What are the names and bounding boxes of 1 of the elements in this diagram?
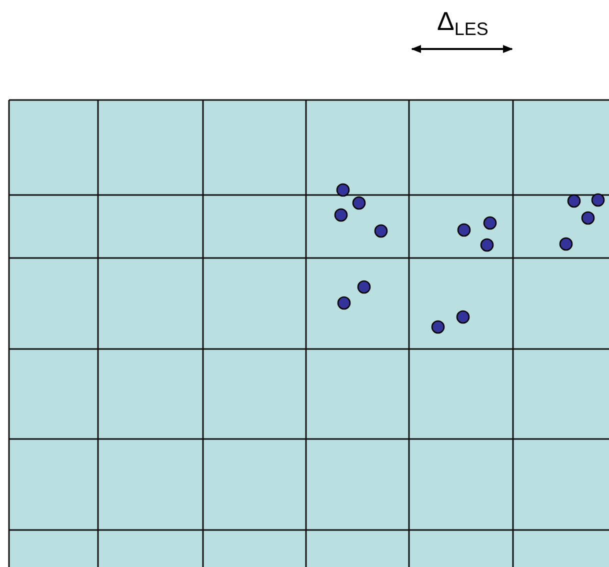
dimension-label: Δ$_{LES}$ (437, 6, 488, 41)
